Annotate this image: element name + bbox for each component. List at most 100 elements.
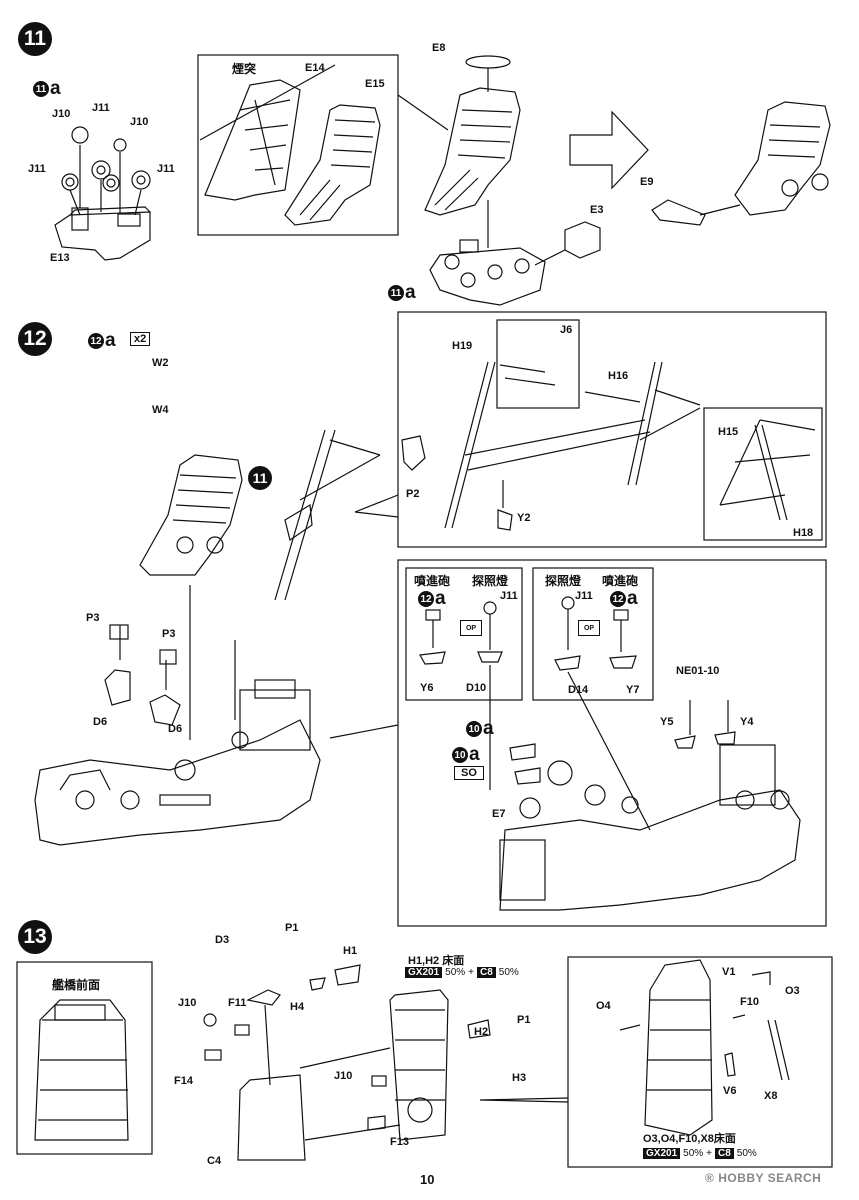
part-y5: Y5 xyxy=(660,716,674,728)
part-j6: J6 xyxy=(560,324,573,336)
part-o3: O3 xyxy=(785,985,800,997)
funnel-assembled xyxy=(424,55,521,216)
sub-10-circle-2: 10 xyxy=(452,747,468,763)
step-10a-tag-2: 10 a xyxy=(452,744,480,766)
bridge-front-view xyxy=(34,999,129,1141)
so-badge: SO xyxy=(454,766,484,780)
sub-10-circle-1: 10 xyxy=(466,721,482,737)
part-j11-lamp-right: J11 xyxy=(575,590,593,602)
part-o4: O4 xyxy=(596,1000,611,1012)
part-h3: H3 xyxy=(512,1072,527,1084)
paint-chip-c8-right: C8 xyxy=(715,1148,734,1159)
part-y2: Y2 xyxy=(517,512,531,524)
funnel-e15 xyxy=(284,104,381,226)
part-y6: Y6 xyxy=(420,682,434,694)
part-h19: H19 xyxy=(452,340,473,352)
part-e9: E9 xyxy=(640,176,654,188)
chimney-detail-label: 煙突 xyxy=(232,62,257,76)
part-v1: V1 xyxy=(722,966,736,978)
part-w4: W4 xyxy=(152,404,169,416)
part-j11-a: J11 xyxy=(92,102,110,114)
mast-h19 xyxy=(401,361,701,531)
part-ne01-10: NE01-10 xyxy=(676,665,720,677)
step-10a-tag-1: 10 a xyxy=(466,718,494,740)
step-11-ref-number: 11 xyxy=(252,470,268,486)
watermark-reg: ® xyxy=(705,1171,715,1185)
paint-label-right: O3,O4,F10,X8床面 xyxy=(643,1133,736,1145)
sub-11-circle: 11 xyxy=(33,81,49,97)
step-12-badge: 12 xyxy=(18,322,52,356)
lamp-a-left: a xyxy=(435,588,446,609)
step-13-number: 13 xyxy=(23,925,47,948)
optional-icon-left: OP xyxy=(460,620,482,636)
paint-label-h1-h2: H1,H2 床面 xyxy=(408,955,465,967)
sub-11a-base xyxy=(429,200,601,306)
part-j11-lamp-left: J11 xyxy=(500,590,518,602)
step12-funnel xyxy=(139,454,243,576)
h15-h18-detail xyxy=(719,419,816,521)
part-p3-a: P3 xyxy=(86,612,100,624)
step-11-badge: 11 xyxy=(18,22,52,56)
step-11a-ref: 11 a xyxy=(388,282,416,304)
paint-plus: + xyxy=(468,967,474,978)
funnel-frame-e14 xyxy=(204,79,301,201)
part-h18: H18 xyxy=(793,527,814,539)
part-h15: H15 xyxy=(718,426,739,438)
part-y4: Y4 xyxy=(740,716,754,728)
step12-hull xyxy=(34,585,399,846)
step-11-number: 11 xyxy=(23,27,47,50)
part-e3: E3 xyxy=(590,204,604,216)
part-d14: D14 xyxy=(568,684,589,696)
paint-gx-pct: 50% xyxy=(445,967,466,978)
watermark-text: HOBBY SEARCH xyxy=(718,1171,822,1185)
lamp-12-circle-left: 12 xyxy=(418,591,434,607)
part-j10-s13-a: J10 xyxy=(178,997,197,1009)
step-12a-tag: 12 a xyxy=(88,330,116,352)
step-13-badge: 13 xyxy=(18,920,52,954)
watermark: ® HOBBY SEARCH xyxy=(705,1171,821,1185)
part-c4: C4 xyxy=(207,1155,222,1167)
e13-base-drawing xyxy=(54,126,151,261)
sub-10a-letter-2: a xyxy=(469,744,480,765)
paint-c-pct: 50% xyxy=(498,967,519,978)
part-p2: P2 xyxy=(406,488,420,500)
sub-a-letter: a xyxy=(50,78,61,99)
part-d6-a: D6 xyxy=(93,716,108,728)
page-number: 10 xyxy=(420,1172,435,1187)
sub-10a-letter-1: a xyxy=(483,718,494,739)
part-f13: F13 xyxy=(390,1136,409,1148)
searchlight-title-right: 探照燈 xyxy=(545,574,582,588)
paint-chip-c8: C8 xyxy=(477,967,496,978)
panel-ship xyxy=(489,665,801,911)
lamp-a-right: a xyxy=(627,588,638,609)
step11-result xyxy=(651,101,831,226)
part-h16: H16 xyxy=(608,370,629,382)
part-d10: D10 xyxy=(466,682,487,694)
part-v6: V6 xyxy=(723,1085,737,1097)
part-h4: H4 xyxy=(290,1001,305,1013)
optional-icon-right: OP xyxy=(578,620,600,636)
part-j10-b: J10 xyxy=(130,116,149,128)
part-f14: F14 xyxy=(174,1075,193,1087)
tripod-mast xyxy=(274,429,381,601)
sub-12-circle: 12 xyxy=(88,333,104,349)
part-e8: E8 xyxy=(432,42,446,54)
lamp-drawings xyxy=(419,596,637,671)
part-y7: Y7 xyxy=(626,684,640,696)
step13-right-detail xyxy=(619,959,790,1136)
step13-bridge-left xyxy=(203,989,306,1161)
paint-plus-right: + xyxy=(706,1148,712,1159)
part-p1-a: P1 xyxy=(285,922,299,934)
sub-12a-letter: a xyxy=(105,330,116,351)
paint-chip-gx201-right: GX201 xyxy=(643,1148,681,1159)
searchlight-title-left: 探照燈 xyxy=(472,574,509,588)
sub-a-ref-letter: a xyxy=(405,282,416,303)
part-p3-b: P3 xyxy=(162,628,176,640)
part-j10-s13-b: J10 xyxy=(334,1070,353,1082)
lamp-12-circle-right: 12 xyxy=(610,591,626,607)
paint-mix-row: GX201 50% + C8 50% xyxy=(405,967,519,978)
part-w2: W2 xyxy=(152,357,169,369)
part-p1-b: P1 xyxy=(517,1014,531,1026)
part-d6-b: D6 xyxy=(168,723,183,735)
part-e7: E7 xyxy=(492,808,506,820)
